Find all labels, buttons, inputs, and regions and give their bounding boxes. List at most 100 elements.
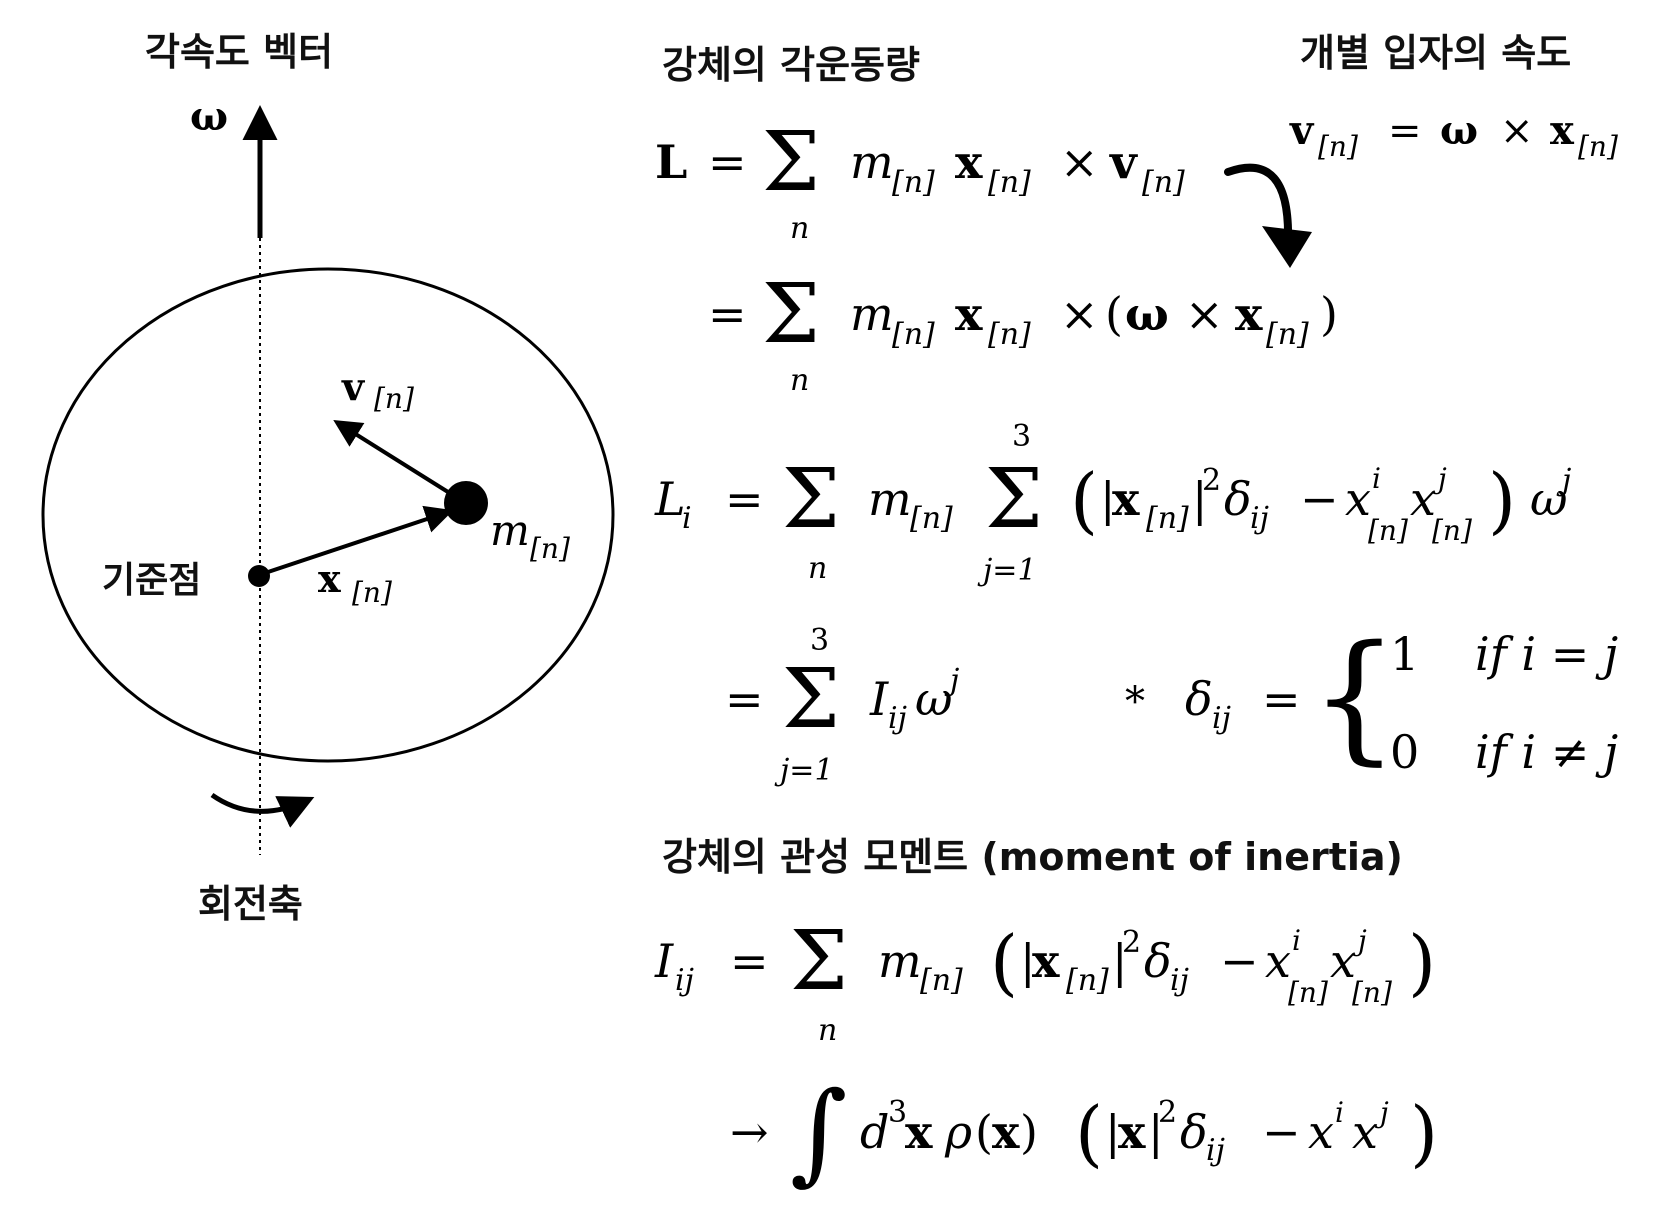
svg-text:[n]: [n] [374, 382, 414, 415]
reference-point-dot [248, 565, 270, 587]
svg-text:n: n [818, 1013, 837, 1048]
svg-text:if i = j: if i = j [1475, 627, 1618, 681]
svg-text:ω: ω [915, 672, 953, 726]
svg-text:δ: δ [1185, 672, 1213, 726]
svg-text:): ) [1020, 1105, 1038, 1159]
svg-text:|: | [1148, 1105, 1164, 1159]
svg-text:[n]: [n] [1368, 514, 1408, 547]
svg-text:j=1: j=1 [774, 753, 834, 788]
svg-text:[n]: [n] [1318, 130, 1358, 163]
svg-text:x: x [955, 287, 983, 341]
svg-text:): ) [1408, 920, 1436, 1004]
svg-text:=: = [1262, 672, 1301, 726]
kronecker-delta-definition: * δ ij = { 1 0 if i = j if i ≠ j [1125, 616, 1618, 779]
svg-text:x: x [1112, 472, 1140, 526]
rigid-body-outline [41, 267, 615, 763]
svg-text:i: i [1335, 1096, 1344, 1129]
svg-text:→: → [730, 1105, 769, 1159]
svg-text:[n]: [n] [1432, 514, 1472, 547]
velocity-vector-arrow [333, 420, 450, 494]
svg-text:i: i [682, 501, 692, 536]
svg-text:I: I [654, 934, 674, 988]
svg-text:3: 3 [1012, 419, 1031, 454]
svg-text:Σ: Σ [762, 267, 820, 362]
svg-text:x: x [1410, 472, 1436, 526]
svg-text:=: = [730, 934, 769, 988]
L-equation-line1: L = Σ n m [n] x [n] × v [n] [655, 115, 1185, 246]
Iij-equation-line1: I ij = Σ n m [n] ( | x [n] | 2 δ ij − x … [654, 914, 1436, 1048]
svg-text:[n]: [n] [910, 501, 953, 536]
svg-text:x: x [1345, 472, 1371, 526]
svg-text:[n]: [n] [988, 317, 1031, 352]
svg-text:0: 0 [1390, 725, 1419, 779]
svg-text:x: x [1032, 934, 1060, 988]
svg-text:[n]: [n] [1066, 963, 1109, 998]
svg-text:x: x [1235, 287, 1263, 341]
svg-text:×: × [1500, 108, 1534, 154]
svg-text:∫: ∫ [790, 1068, 847, 1196]
particle-mass-dot [444, 481, 488, 525]
svg-text:δ: δ [1144, 934, 1172, 988]
reference-point-label: 기준점 [102, 560, 201, 601]
Iij-equation-line2: → ∫ d 3 x ρ ( x ) ( | x | 2 δ ij − x i x… [730, 1068, 1438, 1196]
svg-text:[n]: [n] [1352, 976, 1392, 1009]
svg-text:Σ: Σ [790, 914, 848, 1009]
rotation-axis-label: 회전축 [198, 882, 303, 926]
svg-text:d: d [860, 1105, 889, 1159]
Li-equation-line2: = 3 Σ j=1 I ij ω j [725, 623, 959, 788]
svg-text:(: ( [1105, 287, 1123, 341]
svg-text:v: v [1289, 107, 1315, 154]
svg-text:ρ: ρ [944, 1105, 972, 1159]
svg-text:[n]: [n] [1266, 317, 1309, 352]
svg-text:n: n [790, 363, 809, 398]
svg-text:[n]: [n] [352, 576, 392, 609]
position-vector-arrow [261, 505, 454, 576]
svg-text:=: = [725, 472, 764, 526]
svg-text:×: × [1060, 287, 1099, 341]
svg-text:(: ( [1075, 1091, 1103, 1175]
svg-text:ij: ij [888, 701, 907, 736]
svg-text:(: ( [1070, 458, 1098, 542]
position-vector-label: x [n] [318, 556, 392, 609]
svg-text:v: v [1109, 135, 1138, 189]
svg-text:*: * [1125, 679, 1145, 725]
velocity-vector-label: v [n] [341, 364, 414, 415]
svg-text:×: × [1060, 135, 1099, 189]
svg-text:3: 3 [810, 623, 829, 658]
svg-text:[n]: [n] [988, 165, 1031, 200]
svg-text:x: x [1308, 1105, 1334, 1159]
svg-text:ω: ω [1125, 287, 1169, 341]
svg-text:x: x [955, 135, 983, 189]
svg-text:|: | [1105, 1105, 1121, 1159]
svg-text:I: I [869, 672, 889, 726]
substitution-arrow [1224, 163, 1293, 244]
svg-text:): ) [1488, 458, 1516, 542]
moment-of-inertia-heading: 강체의 관성 모멘트 (moment of inertia) [662, 835, 1403, 879]
svg-text:n: n [790, 211, 809, 246]
svg-text:Σ: Σ [985, 452, 1043, 547]
svg-text:x: x [1118, 1105, 1146, 1159]
svg-text:=: = [1388, 108, 1422, 154]
svg-text:[n]: [n] [892, 165, 935, 200]
svg-text:L: L [655, 135, 687, 189]
rotation-direction-arrow [210, 792, 315, 828]
svg-text:m: m [850, 287, 894, 341]
svg-text:Σ: Σ [782, 452, 840, 547]
svg-text:|: | [1112, 934, 1128, 988]
svg-text:−: − [1300, 472, 1339, 526]
svg-text:ij: ij [1206, 1133, 1225, 1168]
svg-text:x: x [1265, 934, 1291, 988]
substitution-arrowhead [1262, 226, 1312, 268]
svg-text:(: ( [990, 920, 1018, 1004]
svg-text:ω: ω [1530, 472, 1568, 526]
svg-text:2: 2 [1202, 463, 1221, 498]
svg-text:x: x [318, 556, 341, 601]
svg-text:m: m [490, 506, 530, 555]
svg-text:x: x [905, 1105, 933, 1159]
svg-text:|: | [1100, 472, 1116, 526]
svg-text:): ) [1410, 1091, 1438, 1175]
svg-text:[n]: [n] [1146, 501, 1189, 536]
svg-text:if i ≠ j: if i ≠ j [1475, 725, 1618, 779]
svg-text:j=1: j=1 [977, 553, 1037, 588]
